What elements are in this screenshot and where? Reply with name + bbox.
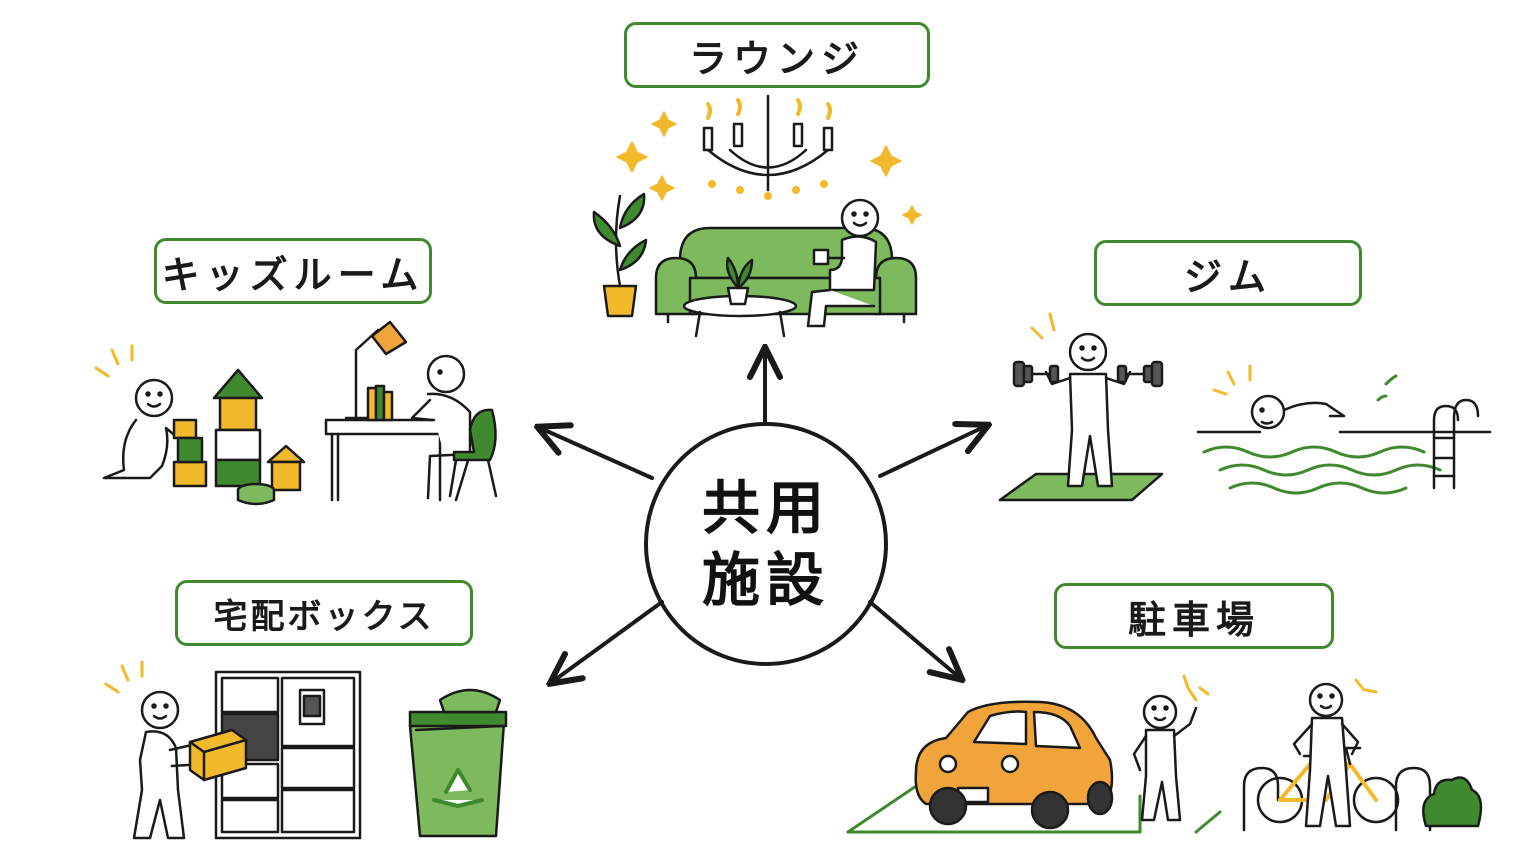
- weightlifter-icon: [1012, 332, 1164, 488]
- person-with-bike-icon: [1292, 682, 1360, 828]
- sparkle-icon: [1182, 674, 1378, 702]
- studying-person-icon: [410, 354, 472, 502]
- kids-room-illustration: [94, 320, 498, 506]
- pool-water-icon: [1196, 430, 1492, 495]
- potted-plant-icon: [592, 192, 648, 318]
- center-title-line2: 施設: [701, 546, 830, 614]
- recycle-bin-icon: [408, 688, 508, 838]
- delivery-box-illustration: [104, 660, 508, 840]
- seated-person-icon: [806, 198, 880, 328]
- lounge-label: ラウンジ: [624, 22, 930, 88]
- kids-room-label: キッズルーム: [154, 238, 432, 304]
- toy-blocks-icon: [172, 368, 306, 506]
- center-title-line1: 共用: [701, 474, 830, 542]
- parking-label: 駐車場: [1054, 583, 1334, 649]
- parking-illustration: [846, 674, 1483, 834]
- arrow-to-kids: [540, 428, 654, 480]
- car-icon: [914, 700, 1114, 830]
- shrub-icon: [1422, 776, 1483, 828]
- arrow-to-delivery: [552, 600, 664, 682]
- child-icon: [102, 378, 182, 480]
- package-box-icon: [188, 728, 248, 782]
- arrows: [540, 350, 986, 682]
- center-circle: [644, 422, 888, 666]
- lounge-illustration: [592, 94, 922, 338]
- arrow-to-gym: [878, 426, 986, 478]
- arrow-to-parking: [868, 600, 960, 678]
- coffee-table-icon: [682, 256, 798, 338]
- chandelier-icon: [702, 94, 834, 200]
- sparkle-icon: [616, 111, 922, 225]
- courier-person-icon: [132, 690, 206, 840]
- sparkle-icon: [1030, 312, 1252, 396]
- chair-icon: [448, 408, 498, 498]
- center-title: 共用 施設: [646, 424, 886, 664]
- sparkle-icon: [94, 344, 134, 378]
- gym-label: ジム: [1094, 240, 1362, 306]
- delivery-box-label: 宅配ボックス: [175, 580, 473, 646]
- pool-ladder-icon: [1432, 398, 1480, 490]
- sparkle-icon: [104, 660, 144, 694]
- desk-icon: [324, 320, 448, 502]
- swimmer-icon: [1250, 374, 1398, 430]
- gym-illustration: [998, 312, 1492, 502]
- waving-person-icon: [1132, 694, 1198, 822]
- recycle-icon: [432, 768, 484, 808]
